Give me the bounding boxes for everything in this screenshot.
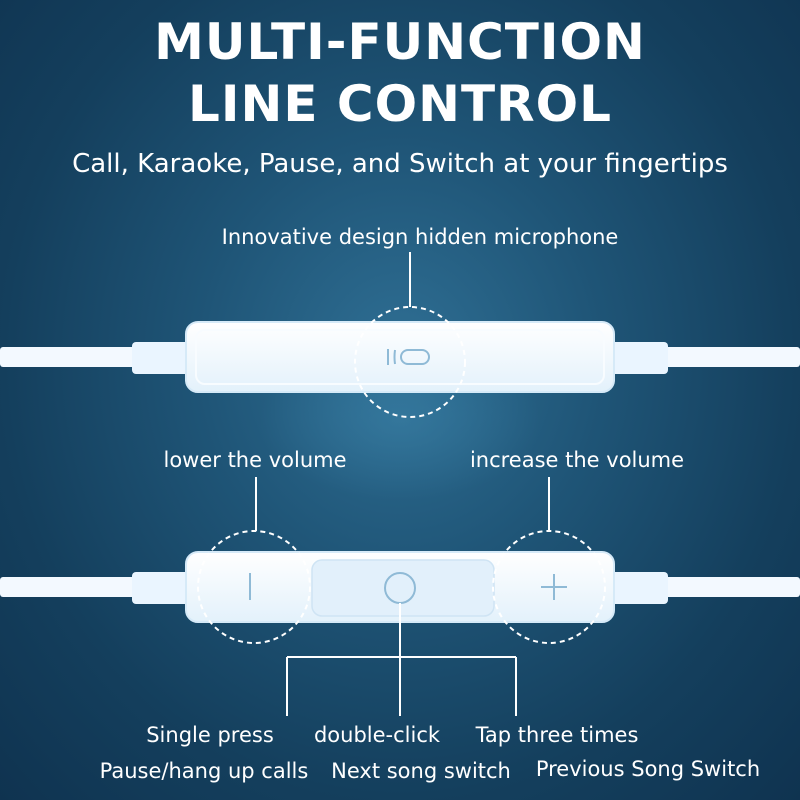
cable-collar-left-bottom	[132, 572, 192, 604]
cable-left-top	[0, 347, 140, 367]
cable-right-top	[660, 347, 800, 367]
cable-collar-left-top	[132, 342, 192, 374]
title-line-1: MULTI-FUNCTION	[154, 13, 646, 71]
microphone-icon	[387, 349, 430, 365]
volume-up-label: increase the volume	[469, 448, 685, 472]
microphone-label: Innovative design hidden microphone	[221, 225, 619, 249]
pause-hang-up-label: Pause/hang up calls	[99, 759, 309, 783]
subtitle: Call, Karaoke, Pause, and Switch at your…	[72, 149, 728, 179]
cable-collar-right-top	[608, 342, 668, 374]
single-press-label: Single press	[146, 723, 274, 747]
volume-down-highlight-circle	[197, 530, 311, 644]
next-song-label: Next song switch	[331, 759, 511, 783]
cable-right-bottom	[660, 577, 800, 597]
cable-left-bottom	[0, 577, 140, 597]
volume-down-label: lower the volume	[163, 448, 347, 472]
center-button[interactable]	[311, 559, 495, 617]
center-button-leader-bracket	[286, 603, 517, 716]
plus-icon	[541, 574, 567, 600]
tap-three-times-label: Tap three times	[475, 723, 639, 747]
bottom-remote	[0, 477, 800, 716]
double-click-label: double-click	[313, 723, 441, 747]
title-line-2: LINE CONTROL	[188, 75, 612, 133]
previous-song-label: Previous Song Switch	[535, 757, 761, 781]
top-remote	[0, 252, 800, 418]
cable-collar-right-bottom	[608, 572, 668, 604]
microphone-highlight-circle	[354, 306, 466, 418]
